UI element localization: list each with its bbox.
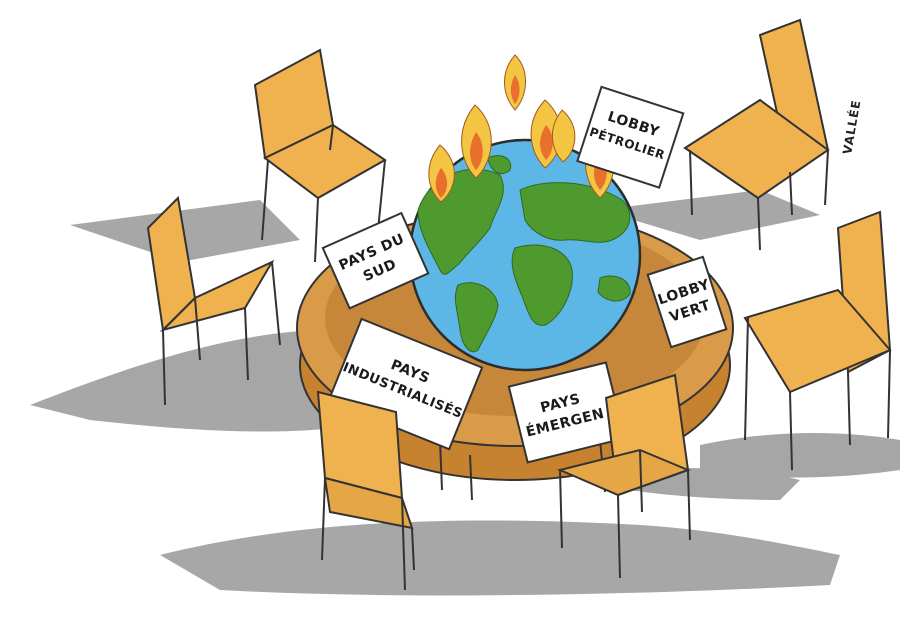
placard-pays-emergents: PAYS ÉMERGEN — [507, 361, 626, 464]
flame-icon — [428, 144, 455, 203]
chair-right — [743, 210, 892, 471]
chair-front-left — [316, 390, 415, 591]
chair-left — [146, 195, 281, 406]
placard-pays-du-sud: PAYS DU SUD — [321, 211, 430, 310]
placard-lobby-vert: LOBBY VERT — [646, 255, 728, 349]
flame-icon — [504, 54, 526, 111]
flame-icon — [461, 104, 492, 179]
chair-front-right — [556, 373, 691, 579]
placard-lobby-petrolier: LOBBY PÉTROLIER — [576, 85, 685, 189]
flame-icon — [551, 109, 576, 163]
artist-signature: VALLÉE — [839, 98, 863, 155]
chair-back-right — [683, 18, 830, 251]
chair-back-left — [253, 48, 387, 263]
